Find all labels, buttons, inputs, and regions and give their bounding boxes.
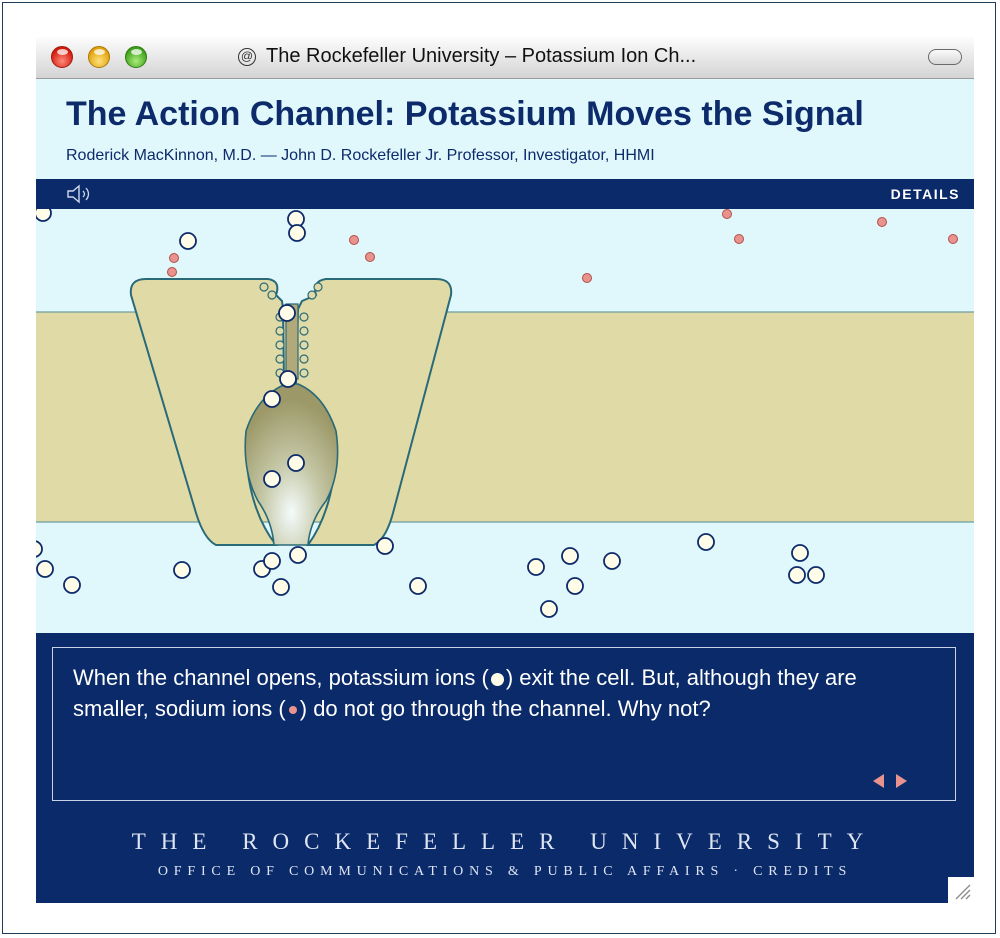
- caption-panel: When the channel opens, potassium ions (…: [52, 647, 956, 801]
- page-header: The Action Channel: Potassium Moves the …: [36, 79, 974, 179]
- window-title: The Rockefeller University – Potassium I…: [266, 45, 697, 67]
- caption-text: When the channel opens, potassium ions (…: [73, 662, 933, 724]
- page-icon: @: [238, 48, 256, 66]
- sodium-ions: [167, 209, 958, 283]
- resize-grip-icon[interactable]: [948, 877, 974, 903]
- toolbar-toggle-button[interactable]: [928, 49, 962, 65]
- zoom-window-button[interactable]: [125, 46, 147, 68]
- browser-window: @ The Rockefeller University – Potassium…: [36, 37, 974, 903]
- previous-arrow-icon[interactable]: [872, 774, 884, 788]
- close-window-button[interactable]: [51, 46, 73, 68]
- footer-university-name[interactable]: THE ROCKEFELLER UNIVERSITY: [131, 829, 879, 854]
- page-title: The Action Channel: Potassium Moves the …: [66, 95, 864, 133]
- potassium-ion-icon: [490, 673, 504, 686]
- title-bar[interactable]: @ The Rockefeller University – Potassium…: [36, 37, 974, 79]
- nav-strip: DETAILS: [36, 179, 974, 209]
- details-link[interactable]: DETAILS: [890, 186, 960, 202]
- caption-part-1: When the channel opens, potassium ions (: [73, 665, 489, 690]
- channel-animation: [36, 209, 974, 633]
- footer-office-credits[interactable]: OFFICE OF COMMUNICATIONS & PUBLIC AFFAIR…: [157, 864, 853, 879]
- caption-nav: [865, 774, 907, 793]
- sodium-ion-icon: [288, 706, 297, 714]
- potassium-channel-protein: [129, 278, 453, 546]
- byline: Roderick MacKinnon, M.D. — John D. Rocke…: [66, 147, 655, 164]
- speaker-icon[interactable]: [64, 183, 100, 205]
- minimize-window-button[interactable]: [88, 46, 110, 68]
- potassium-ions: [36, 209, 825, 618]
- caption-part-3: ) do not go through the channel. Why not…: [299, 696, 711, 721]
- caption-part-2: ) exit the cell. But, although they are …: [73, 665, 857, 721]
- next-arrow-icon[interactable]: [896, 774, 907, 788]
